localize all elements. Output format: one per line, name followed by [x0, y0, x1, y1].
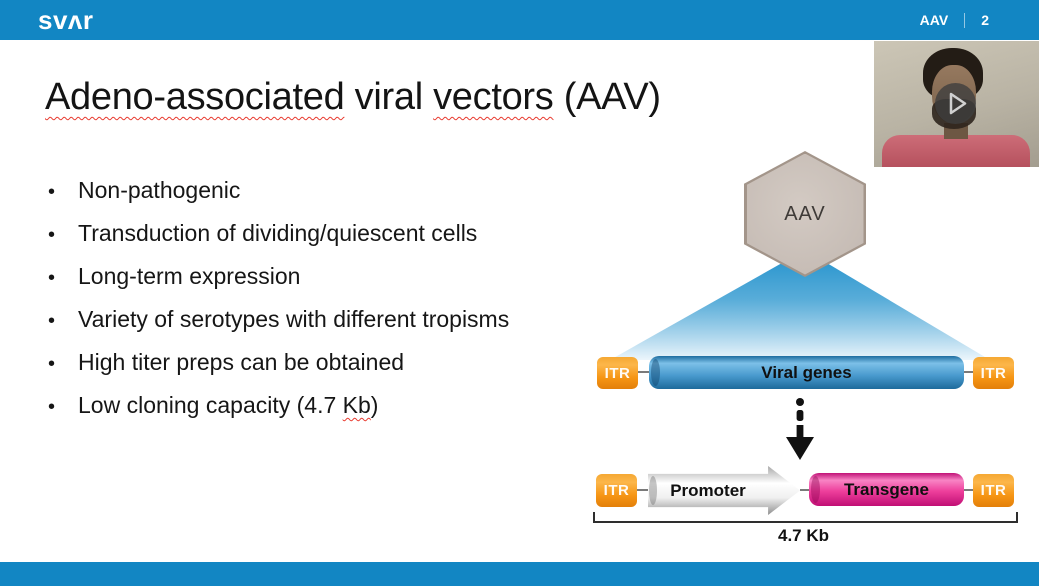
size-bracket	[593, 512, 1018, 523]
slide-title: Adeno-associated viral vectors (AAV)	[45, 76, 661, 119]
bullet-item: • Variety of serotypes with different tro…	[48, 299, 509, 342]
bullet-marker: •	[48, 267, 56, 289]
title-segment: (AAV)	[553, 76, 661, 118]
bullet-item: • Transduction of dividing/quiescent cell…	[48, 213, 509, 256]
bullet-marker: •	[48, 353, 56, 375]
funnel-shape	[610, 250, 990, 360]
promoter-label: Promoter	[670, 480, 746, 500]
transgene-label: Transgene	[843, 479, 930, 499]
bullet-text: Long-term expression	[78, 263, 301, 289]
itr-box: ITR	[973, 474, 1014, 507]
header-divider	[964, 12, 966, 28]
bullet-text: Transduction of dividing/quiescent cells	[78, 220, 478, 246]
promoter-arrow: Promoter	[648, 466, 800, 515]
bullet-item: • High titer preps can be obtained	[48, 342, 509, 385]
connector-line	[638, 371, 649, 373]
connector-line	[964, 489, 973, 491]
header-section-label: AAV	[919, 12, 949, 28]
connector-line	[637, 489, 648, 491]
bullet-text: )	[370, 392, 379, 418]
viral-genes-bar: Viral genes	[649, 356, 964, 389]
down-arrow-icon	[786, 398, 814, 460]
size-label: 4.7 Kb	[777, 526, 830, 545]
capsid-label: AAV	[784, 202, 826, 225]
webcam-video[interactable]	[874, 41, 1039, 167]
transgene-bar: Transgene	[809, 473, 964, 506]
bullet-text: High titer preps can be obtained	[78, 349, 405, 375]
play-button[interactable]	[935, 83, 976, 124]
svar-logo: svʌr	[38, 5, 94, 35]
title-segment-misspelled: vectors	[433, 76, 554, 118]
bullet-marker: •	[48, 396, 56, 418]
bullet-item: • Low cloning capacity (4.7 Kb)	[48, 385, 509, 428]
bullet-text-misspelled: Kb	[342, 392, 371, 418]
bullet-item: • Non-pathogenic	[48, 170, 509, 213]
slide-header-bar: svʌr AAV 2	[0, 0, 1039, 40]
viral-genes-label: Viral genes	[761, 362, 852, 382]
bullet-list: • Non-pathogenic • Transduction of dividin…	[48, 170, 509, 428]
presenter-shirt	[882, 135, 1030, 167]
connector-line	[964, 371, 973, 373]
bullet-marker: •	[48, 224, 56, 246]
itr-box: ITR	[597, 357, 638, 389]
header-right: AAV 2	[920, 0, 989, 40]
slide-footer-bar	[0, 562, 1039, 586]
itr-box: ITR	[973, 357, 1014, 389]
play-icon	[949, 92, 967, 115]
bullet-text: Variety of serotypes with different trop…	[78, 306, 510, 332]
itr-box: ITR	[596, 474, 637, 507]
title-segment-misspelled: Adeno-associated	[45, 76, 345, 118]
connector-line	[800, 489, 809, 491]
bullet-marker: •	[48, 181, 56, 203]
bullet-text: Non-pathogenic	[78, 177, 241, 203]
bullet-text: Low cloning capacity (4.7	[78, 392, 343, 418]
bullet-marker: •	[48, 310, 56, 332]
page-number: 2	[981, 12, 989, 28]
bullet-item: • Long-term expression	[48, 256, 509, 299]
title-segment: viral	[344, 76, 434, 118]
